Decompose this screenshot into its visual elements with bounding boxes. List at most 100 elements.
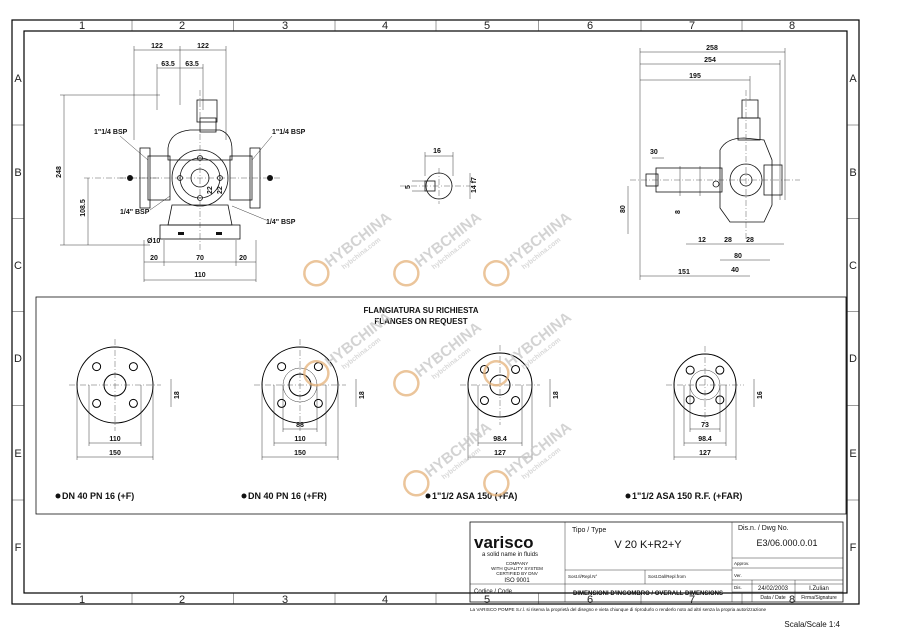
grid-row-label-right: A: [849, 73, 857, 85]
type-label: Tipo / Type: [572, 527, 606, 534]
flange-dim: 73: [701, 422, 709, 429]
flange-dim: 127: [699, 450, 711, 457]
grid-col-label-bottom: 4: [382, 594, 388, 606]
drain-right-label: 1/4" BSP: [266, 219, 296, 226]
dim-63-right: 63.5: [185, 61, 199, 68]
brand-logo-text: varisco: [474, 533, 534, 552]
copyright-disclaimer: La VARISCO POMPE S.r.l. si riserva la pr…: [470, 607, 767, 612]
flange-drawing: 18 88 110 150 DN 40 PN 16 (+FR): [241, 339, 366, 501]
drain-left-label: 1/4" BSP: [120, 209, 150, 216]
flange-dim: 88: [296, 422, 304, 429]
side-dim-80b: 80: [734, 253, 742, 260]
grid-row-label-right: B: [849, 167, 856, 179]
watermark-text: HYBCHINA: [412, 209, 485, 271]
watermark-text: HYBCHINA: [322, 209, 395, 271]
shaft-dia-label: 14 f7: [471, 177, 478, 193]
hole-dia-label: Ø10: [147, 238, 160, 245]
flange-thickness: 18: [359, 391, 366, 399]
flange-drawing: 18 110 150 DN 40 PN 16 (+F): [55, 339, 181, 501]
grid-col-label-bottom: 5: [484, 594, 490, 606]
grid-row-label-left: E: [14, 448, 21, 460]
watermark-text: HYBCHINA: [422, 419, 495, 481]
inner-frame: [23, 30, 848, 594]
flanges-box: [35, 296, 847, 515]
flange-dim: 150: [294, 450, 306, 457]
side-dim-254: 254: [704, 57, 716, 64]
side-dim-28a: 28: [724, 237, 732, 244]
code-label: Codice / Code: [474, 589, 513, 595]
side-view: 258 254 195 30 80 8 12 28 28 80 40 151: [620, 45, 800, 280]
flange-name: DN 40 PN 16 (+F): [62, 491, 134, 501]
date-label: Data / Date: [760, 595, 786, 601]
flange-name: 1"1/2 ASA 150 (+FA): [432, 491, 517, 501]
flange-dim: 98.4: [698, 436, 712, 443]
cert-line-1: COMPANY: [506, 561, 528, 566]
flange-thickness: 18: [174, 391, 181, 399]
port-left-label: 1"1/4 BSP: [94, 129, 128, 136]
side-dim-195: 195: [689, 73, 701, 80]
grid-col-label-top: 4: [382, 20, 388, 32]
side-dim-a: 22: [207, 186, 214, 194]
grid-row-label-right: D: [849, 353, 857, 365]
dim-63-left: 63.5: [161, 61, 175, 68]
grid-col-label-top: 6: [587, 20, 593, 32]
side-dim-8: 8: [675, 210, 682, 214]
flange-dim: 150: [109, 450, 121, 457]
watermark-text: HYBCHINA: [502, 419, 575, 481]
grid-row-label-left: D: [14, 353, 22, 365]
cert-line-3: CERTIFIED BY DNV: [496, 571, 538, 576]
replaced-by-label: Sost.Il/Repl.N°: [568, 574, 598, 579]
flange-name: DN 40 PN 16 (+FR): [248, 491, 327, 501]
signature-label: Firma/Signature: [801, 595, 837, 601]
grid-col-label-top: 8: [789, 20, 795, 32]
approved-label: Approv.: [734, 561, 749, 566]
grid-col-label-top: 2: [179, 20, 185, 32]
side-dim-28b: 28: [746, 237, 754, 244]
port-right-label: 1"1/4 BSP: [272, 129, 306, 136]
grid-row-label-left: B: [14, 167, 21, 179]
watermark-text: HYBCHINA: [322, 309, 395, 371]
title-block: varisco a solid name in fluids COMPANY W…: [469, 521, 844, 629]
replaced-from-label: Sost.Dal/Repl.from: [648, 574, 686, 579]
side-dim-12: 12: [698, 237, 706, 244]
description-label: DIMENSIONI D'INGOMBRO / OVERALL DIMENSIO…: [573, 591, 723, 597]
grid-row-label-right: C: [849, 260, 857, 272]
grid-row-label-right: E: [849, 448, 856, 460]
version-label: Ver.: [734, 573, 742, 578]
side-dim-80: 80: [620, 205, 627, 213]
grid-row-label-left: F: [15, 542, 22, 554]
flanges-title-en: FLANGES ON REQUEST: [374, 317, 467, 326]
side-dim-30: 30: [650, 149, 658, 156]
grid-col-label-top: 7: [689, 20, 695, 32]
base-dim-center: 70: [196, 255, 204, 262]
dim-height: 248: [56, 166, 63, 178]
shaft-width-label: 16: [433, 148, 441, 155]
shaft-detail: 16 5 14 f7: [400, 148, 478, 204]
type-value: V 20 K+R2+Y: [614, 539, 682, 551]
flange-dim: 98.4: [493, 436, 507, 443]
grid-row-label-left: A: [14, 73, 22, 85]
front-view: 122 122 63.5 63.5 248 108.5: [56, 43, 306, 282]
grid-col-label-bottom: 2: [179, 594, 185, 606]
grid-row-label-left: C: [14, 260, 22, 272]
flange-dim: 110: [294, 436, 305, 443]
grid-col-label-bottom: 8: [789, 594, 795, 606]
iso-label: ISO 9001: [504, 578, 530, 584]
base-dim-right: 20: [239, 255, 247, 262]
grid-col-label-top: 3: [282, 20, 288, 32]
dim-top-2: 122: [197, 43, 209, 50]
flange-dim: 110: [109, 436, 120, 443]
base-dim-total: 110: [194, 272, 205, 279]
grid-col-label-top: 5: [484, 20, 490, 32]
brand-tagline: a solid name in fluids: [482, 552, 538, 558]
flange-dim: 127: [494, 450, 506, 457]
date-value: 24/02/2003: [758, 586, 789, 592]
dim-center-height: 108.5: [80, 199, 87, 217]
